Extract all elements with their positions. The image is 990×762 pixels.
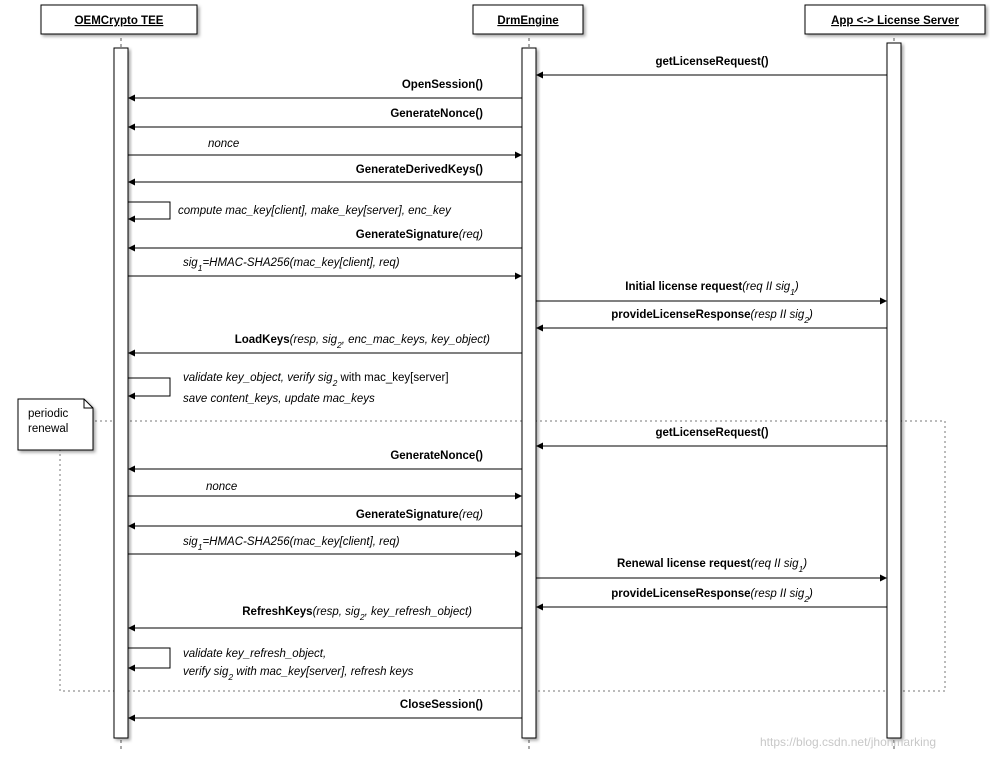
- actor-drm-label: DrmEngine: [497, 15, 558, 27]
- note-line-2: renewal: [28, 423, 68, 435]
- actor-drm: DrmEngine: [472, 4, 584, 35]
- arrow-m14: [128, 465, 522, 473]
- arrow-m03: [128, 123, 522, 131]
- arrow-m13: [536, 442, 887, 450]
- arrow-m01: [536, 71, 887, 79]
- message-arrows: [128, 71, 887, 722]
- arrow-m07: [128, 244, 522, 252]
- arrow-m11: [128, 349, 522, 357]
- message-label-m12b: save content_keys, update mac_keys: [183, 393, 375, 405]
- arrow-m22: [128, 714, 522, 722]
- activation-app: [886, 42, 902, 739]
- message-label-m08: sig1=HMAC-SHA256(mac_key[client], req): [183, 257, 400, 273]
- message-label-m20: RefreshKeys(resp, sig2, key_refresh_obje…: [242, 606, 472, 622]
- message-label-m18: Renewal license request(req II sig1): [617, 558, 807, 574]
- actor-app: App <-> License Server: [804, 4, 986, 35]
- periodic-renewal-note: periodic renewal: [17, 398, 94, 451]
- arrow-m05: [128, 178, 522, 186]
- message-label-m14: GenerateNonce(): [390, 450, 483, 462]
- actor-tee-label: OEMCrypto TEE: [75, 15, 164, 27]
- arrow-m20: [128, 624, 522, 632]
- actor-tee: OEMCrypto TEE: [40, 4, 198, 35]
- message-label-m19: provideLicenseResponse(resp II sig2): [611, 588, 813, 604]
- message-label-m02: OpenSession(): [402, 79, 483, 91]
- renewal-frame: [59, 420, 946, 692]
- message-label-m12a: validate key_object, verify sig2 with ma…: [183, 372, 449, 388]
- activation-drm: [521, 47, 537, 739]
- activation-bars: [113, 42, 902, 739]
- message-label-m01: getLicenseRequest(): [655, 56, 768, 68]
- arrow-m09: [536, 297, 887, 305]
- message-label-m16: GenerateSignature(req): [356, 509, 483, 521]
- arrow-m04: [128, 151, 522, 159]
- message-label-m07: GenerateSignature(req): [356, 229, 483, 241]
- activation-tee: [113, 47, 129, 739]
- message-label-m10: provideLicenseResponse(resp II sig2): [611, 309, 813, 325]
- message-label-m21a: validate key_refresh_object,: [183, 648, 326, 660]
- arrow-m12: [128, 377, 171, 400]
- message-label-m15: nonce: [206, 481, 237, 493]
- arrow-m10: [536, 324, 887, 332]
- message-label-m03: GenerateNonce(): [390, 108, 483, 120]
- arrow-m17: [128, 550, 522, 558]
- arrow-m18: [536, 574, 887, 582]
- message-label-m06: compute mac_key[client], make_key[server…: [178, 205, 452, 217]
- watermark: https://blog.csdn.net/jhonmarking: [760, 735, 936, 749]
- arrow-m08: [128, 272, 522, 280]
- message-label-m04: nonce: [208, 138, 239, 150]
- actor-app-label: App <-> License Server: [831, 15, 959, 27]
- arrow-m02: [128, 94, 522, 102]
- arrow-m15: [128, 492, 522, 500]
- arrow-m16: [128, 522, 522, 530]
- arrow-m19: [536, 603, 887, 611]
- note-line-1: periodic: [28, 408, 69, 420]
- message-label-m13: getLicenseRequest(): [655, 427, 768, 439]
- message-label-m09: Initial license request(req II sig1): [625, 281, 799, 297]
- arrow-m06: [128, 201, 171, 223]
- message-label-m17: sig1=HMAC-SHA256(mac_key[client], req): [183, 536, 400, 552]
- message-label-m05: GenerateDerivedKeys(): [356, 164, 483, 176]
- message-label-m21b: verify sig2 with mac_key[server], refres…: [183, 666, 414, 682]
- message-label-m22: CloseSession(): [400, 699, 483, 711]
- arrow-m21: [128, 647, 171, 672]
- message-labels: getLicenseRequest() OpenSession() Generate…: [178, 56, 813, 711]
- message-label-m11: LoadKeys(resp, sig2, enc_mac_keys, key_o…: [235, 334, 490, 350]
